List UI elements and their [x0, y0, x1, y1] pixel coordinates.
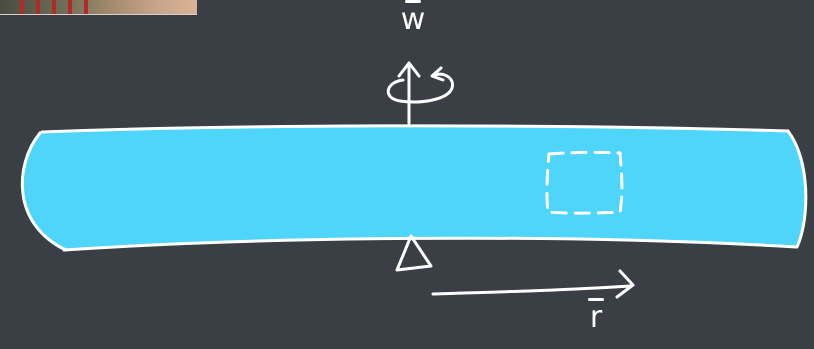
- position-vector-symbol: r: [590, 300, 602, 335]
- rotation-axis-arrow-icon: [399, 63, 419, 123]
- angular-velocity-label: w: [394, 0, 432, 35]
- position-vector-label: r: [578, 298, 614, 333]
- curved-rotation-arrow-icon: [388, 68, 452, 102]
- position-vector-arrow-icon: [433, 271, 633, 297]
- angular-velocity-symbol: w: [401, 2, 426, 37]
- triangle-pivot-icon: [397, 236, 431, 270]
- rotating-plate: [22, 127, 807, 250]
